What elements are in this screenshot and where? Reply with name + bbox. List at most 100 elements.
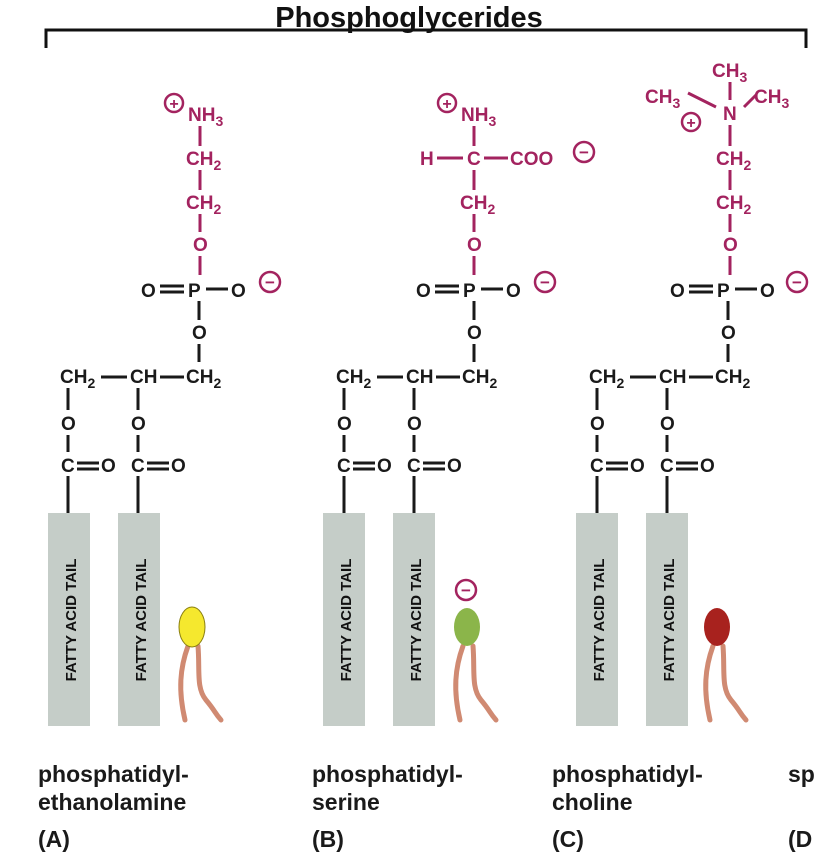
caption-line1: phosphatidyl-: [552, 761, 703, 787]
caption-line2: ethanolamine: [38, 789, 187, 815]
lipid-icon: [178, 606, 224, 723]
caption-molecule-a: phosphatidyl- ethanolamine: [38, 760, 189, 816]
o-label: O: [193, 235, 208, 256]
molecule-c-head-group: CH3 CH3 CH3 N + CH2 CH2 O: [645, 61, 789, 275]
minus-charge-icon: [533, 270, 557, 294]
label-molecule-b: (B): [312, 826, 344, 852]
charge-minus: −: [461, 581, 471, 600]
ch2-label: CH2: [186, 193, 221, 217]
o-label: O: [467, 323, 482, 344]
fatty-acid-tail-box: [48, 513, 90, 726]
c-label: C: [131, 456, 145, 477]
molecule-b-structure: + NH3 H C COO − CH2 O O P O: [323, 92, 596, 726]
o-label: O: [377, 456, 392, 477]
charge-minus: −: [792, 273, 802, 292]
fatty-acid-tail-box: [646, 513, 688, 726]
o-label: O: [231, 281, 246, 302]
charge-plus: +: [169, 96, 178, 113]
fatty-acid-tail-label: FATTY ACID TAIL: [133, 559, 150, 682]
c-label: C: [61, 456, 75, 477]
o-label: O: [337, 414, 352, 435]
title-bracket: [44, 28, 808, 48]
fatty-acid-tail-box: [323, 513, 365, 726]
o-label: O: [101, 456, 116, 477]
o-label: O: [407, 414, 422, 435]
head-group-ellipse: [178, 606, 206, 648]
p-label: P: [717, 281, 730, 302]
ch-label: CH: [130, 367, 157, 388]
molecule-c-structure: CH3 CH3 CH3 N + CH2 CH2 O O P: [576, 61, 809, 726]
fatty-acid-tail-label: FATTY ACID TAIL: [408, 559, 425, 682]
ch-label: CH: [406, 367, 433, 388]
ch2-label: CH2: [186, 367, 221, 391]
c-label: C: [337, 456, 351, 477]
charge-plus: +: [686, 115, 695, 132]
label-molecule-d: (D: [788, 826, 813, 852]
minus-charge-icon: [572, 140, 596, 164]
minus-charge-icon: [258, 270, 282, 294]
ch3-label: CH3: [712, 61, 747, 85]
o-label: O: [760, 281, 775, 302]
o-label: O: [660, 414, 675, 435]
fatty-acid-tail-label: FATTY ACID TAIL: [338, 559, 355, 682]
caption-line2: choline: [552, 789, 633, 815]
o-label: O: [416, 281, 431, 302]
ch3-label: CH3: [754, 87, 789, 111]
ch2-label: CH2: [716, 149, 751, 173]
label-molecule-a: (A): [38, 826, 70, 852]
caption-line1: phosphatidyl-: [312, 761, 463, 787]
o-label: O: [630, 456, 645, 477]
plus-charge-icon: [680, 111, 702, 133]
charge-minus: −: [579, 143, 589, 162]
molecule-a-structure: + NH3 CH2 CH2 O O P O − O CH2: [48, 92, 282, 726]
ch2-label: CH2: [589, 367, 624, 391]
caption-molecule-c: phosphatidyl- choline: [552, 760, 703, 816]
o-label: O: [61, 414, 76, 435]
fatty-acid-tail-label: FATTY ACID TAIL: [63, 559, 80, 682]
head-group-ellipse: [454, 608, 480, 646]
ch2-label: CH2: [60, 367, 95, 391]
nh3-label: NH3: [188, 105, 223, 129]
o-label: O: [700, 456, 715, 477]
ch3-label: CH3: [645, 87, 680, 111]
molecule-a-head-group: + NH3 CH2 CH2 O: [163, 92, 223, 275]
c-label: C: [590, 456, 604, 477]
molecule-b-head-group: + NH3 H C COO − CH2 O: [420, 92, 596, 275]
o-label: O: [141, 281, 156, 302]
o-label: O: [670, 281, 685, 302]
caption-line2: serine: [312, 789, 380, 815]
p-label: P: [188, 281, 201, 302]
lipid-icon: −: [453, 578, 499, 723]
c-label: C: [407, 456, 421, 477]
head-group-ellipse: [704, 608, 730, 646]
minus-charge-icon: [454, 578, 478, 602]
n-label: N: [723, 104, 737, 125]
plus-charge-icon: [163, 92, 185, 114]
o-label: O: [721, 323, 736, 344]
o-label: O: [192, 323, 207, 344]
o-label: O: [131, 414, 146, 435]
plus-charge-icon: [436, 92, 458, 114]
minus-charge-icon: [785, 270, 809, 294]
nh3-label: NH3: [461, 105, 496, 129]
coo-label: COO: [510, 149, 553, 170]
ch-label: CH: [659, 367, 686, 388]
ch2-label: CH2: [460, 193, 495, 217]
o-label: O: [447, 456, 462, 477]
fatty-acid-tail-box: [393, 513, 435, 726]
caption-molecule-d: sp: [788, 760, 818, 788]
ch2-label: CH2: [462, 367, 497, 391]
label-molecule-c: (C): [552, 826, 584, 852]
o-label: O: [467, 235, 482, 256]
c-label: C: [660, 456, 674, 477]
o-label: O: [506, 281, 521, 302]
caption-line1: phosphatidyl-: [38, 761, 189, 787]
charge-minus: −: [265, 273, 275, 292]
fatty-acid-tail-label: FATTY ACID TAIL: [591, 559, 608, 682]
fatty-acid-tail-box: [118, 513, 160, 726]
h-label: H: [420, 149, 434, 170]
p-label: P: [463, 281, 476, 302]
caption-molecule-b: phosphatidyl- serine: [312, 760, 463, 816]
